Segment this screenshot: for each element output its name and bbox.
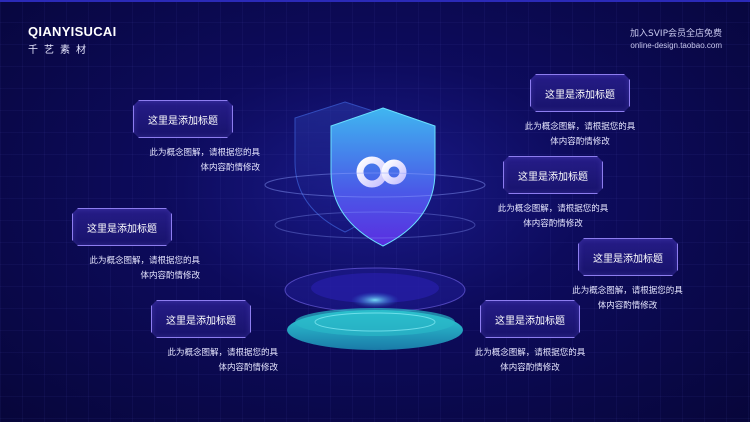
description-5-line-1: 此为概念图解，请根据您的具 <box>497 204 609 214</box>
description-6: 此为概念图解，请根据您的具 体内容酌情修改 <box>550 284 705 314</box>
description-2-line-2: 体内容酌情修改 <box>140 271 200 281</box>
description-2: 此为概念图解，请根据您的具 体内容酌情修改 <box>50 254 200 284</box>
description-4-line-2: 体内容酌情修改 <box>550 137 610 147</box>
shield-platform-illustration <box>264 101 486 350</box>
description-3-line-2: 体内容酌情修改 <box>218 363 278 373</box>
description-4-line-1: 此为概念图解，请根据您的具 <box>524 122 636 132</box>
top-accent-line <box>0 0 750 2</box>
description-7-line-2: 体内容酌情修改 <box>500 363 560 373</box>
infinity-shield-icon <box>356 156 407 188</box>
orbit-ring-2 <box>274 211 476 239</box>
description-6-line-1: 此为概念图解，请根据您的具 <box>572 286 683 296</box>
promo-text: 加入SVIP会员全店免费 online-design.taobao.com <box>630 26 722 50</box>
title-card-4[interactable]: 这里是添加标题 <box>530 74 630 112</box>
description-1-line-2: 体内容酌情修改 <box>200 163 260 173</box>
description-1: 此为概念图解，请根据您的具 体内容酌情修改 <box>110 146 260 176</box>
upper-platform-inner <box>311 273 439 303</box>
description-5-line-2: 体内容酌情修改 <box>523 219 583 229</box>
title-card-5[interactable]: 这里是添加标题 <box>503 156 603 194</box>
brand-name-en: QIANYISUCAI <box>28 24 117 39</box>
description-7-line-1: 此为概念图解，请根据您的具 <box>474 348 586 358</box>
brand-name-cn: 千艺素材 <box>28 45 92 56</box>
base-platform-top <box>295 308 455 336</box>
description-1-line-1: 此为概念图解，请根据您的具 <box>149 148 260 158</box>
promo-url: online-design.taobao.com <box>630 41 722 50</box>
title-card-6[interactable]: 这里是添加标题 <box>578 238 678 276</box>
description-3: 此为概念图解，请根据您的具 体内容酌情修改 <box>128 346 278 376</box>
description-3-line-1: 此为概念图解，请根据您的具 <box>167 348 278 358</box>
description-4: 此为概念图解，请根据您的具 体内容酌情修改 <box>505 120 655 150</box>
base-platform-ring <box>314 312 436 332</box>
promo-line-1: 加入SVIP会员全店免费 <box>630 29 722 39</box>
description-2-line-1: 此为概念图解，请根据您的具 <box>89 256 200 266</box>
description-6-line-2: 体内容酌情修改 <box>597 301 658 311</box>
light-beam <box>351 292 399 308</box>
orbit-ring-1 <box>264 172 486 198</box>
brand-logo: QIANYISUCAI 千艺素材 <box>28 24 117 56</box>
title-card-7[interactable]: 这里是添加标题 <box>480 300 580 338</box>
title-card-2[interactable]: 这里是添加标题 <box>72 208 172 246</box>
description-7: 此为概念图解，请根据您的具 体内容酌情修改 <box>455 346 605 376</box>
title-card-3[interactable]: 这里是添加标题 <box>151 300 251 338</box>
description-5: 此为概念图解，请根据您的具 体内容酌情修改 <box>478 202 628 232</box>
title-card-1[interactable]: 这里是添加标题 <box>133 100 233 138</box>
